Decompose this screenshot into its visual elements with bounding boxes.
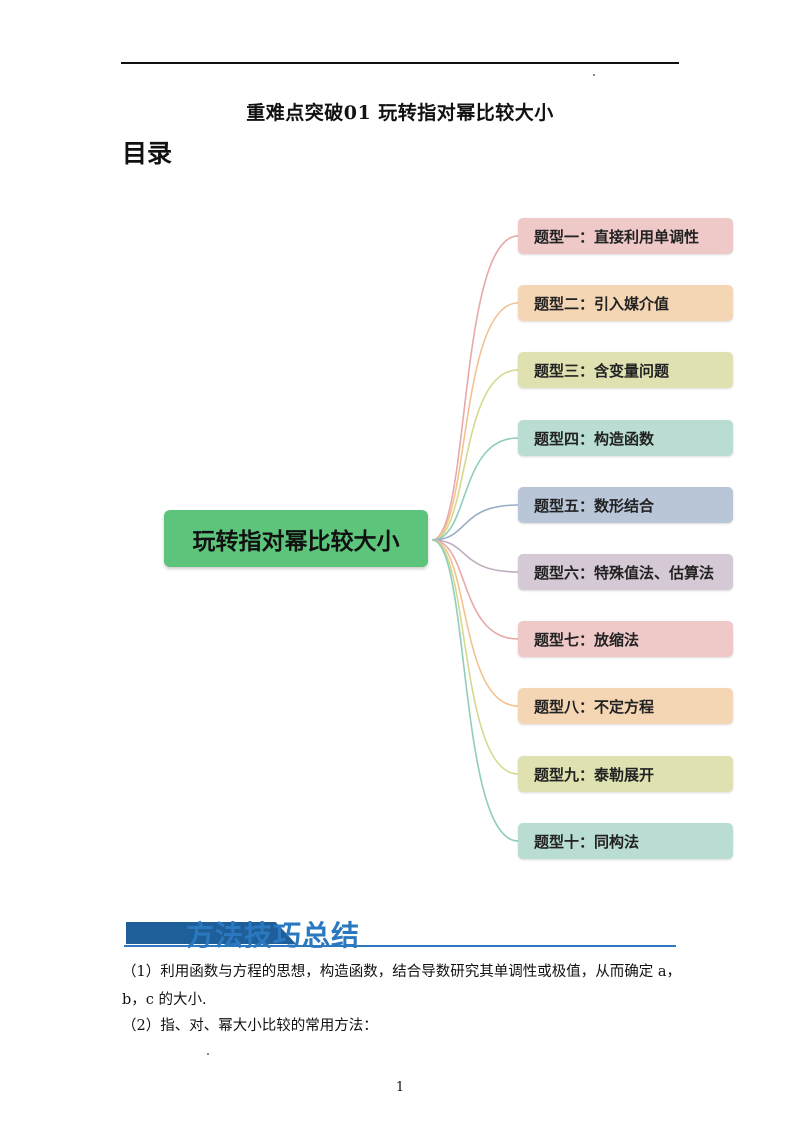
mindmap-branch: 题型七：放缩法 (518, 621, 733, 657)
connector-line (431, 539, 519, 842)
page-number: 1 (395, 1080, 405, 1095)
header-rule (121, 62, 679, 64)
connector-line (431, 539, 519, 573)
section-banner: 方法技巧总结 (124, 912, 676, 952)
banner-rule (124, 945, 676, 947)
connector-line (431, 302, 519, 541)
connector-line (431, 235, 519, 541)
mindmap-branch: 题型五：数形结合 (518, 487, 733, 523)
connector-line (431, 369, 519, 541)
mindmap-branch: 题型二：引入媒介值 (518, 285, 733, 321)
connector-line (431, 539, 519, 640)
speck (207, 1053, 209, 1055)
paragraph-2: （2）指、对、幂大小比较的常用方法： (122, 1018, 378, 1034)
mindmap-branch: 题型八：不定方程 (518, 688, 733, 724)
mindmap-branch: 题型六：特殊值法、估算法 (518, 554, 733, 590)
mindmap-branch: 题型一：直接利用单调性 (518, 218, 733, 254)
connector-line (431, 504, 519, 541)
mindmap-branch: 题型十：同构法 (518, 823, 733, 859)
connector-line (431, 437, 519, 541)
speck (593, 74, 595, 76)
mindmap-branch: 题型三：含变量问题 (518, 352, 733, 388)
banner-block (126, 922, 296, 944)
document-title: 重难点突破01 玩转指对幂比较大小 (246, 102, 554, 124)
mindmap-branch: 题型四：构造函数 (518, 420, 733, 456)
mindmap-branch: 题型九：泰勒展开 (518, 756, 733, 792)
section-heading: 方法技巧总结 (186, 919, 361, 952)
connector-line (431, 539, 519, 707)
paragraph-1: （1）利用函数与方程的思想，构造函数，结合导数研究其单调性或极值，从而确定 a，… (122, 964, 681, 1008)
mindmap-connectors (431, 235, 519, 842)
mindmap-root: 玩转指对幂比较大小 (164, 510, 428, 567)
connector-line (431, 539, 519, 775)
toc-heading: 目录 (122, 139, 173, 168)
